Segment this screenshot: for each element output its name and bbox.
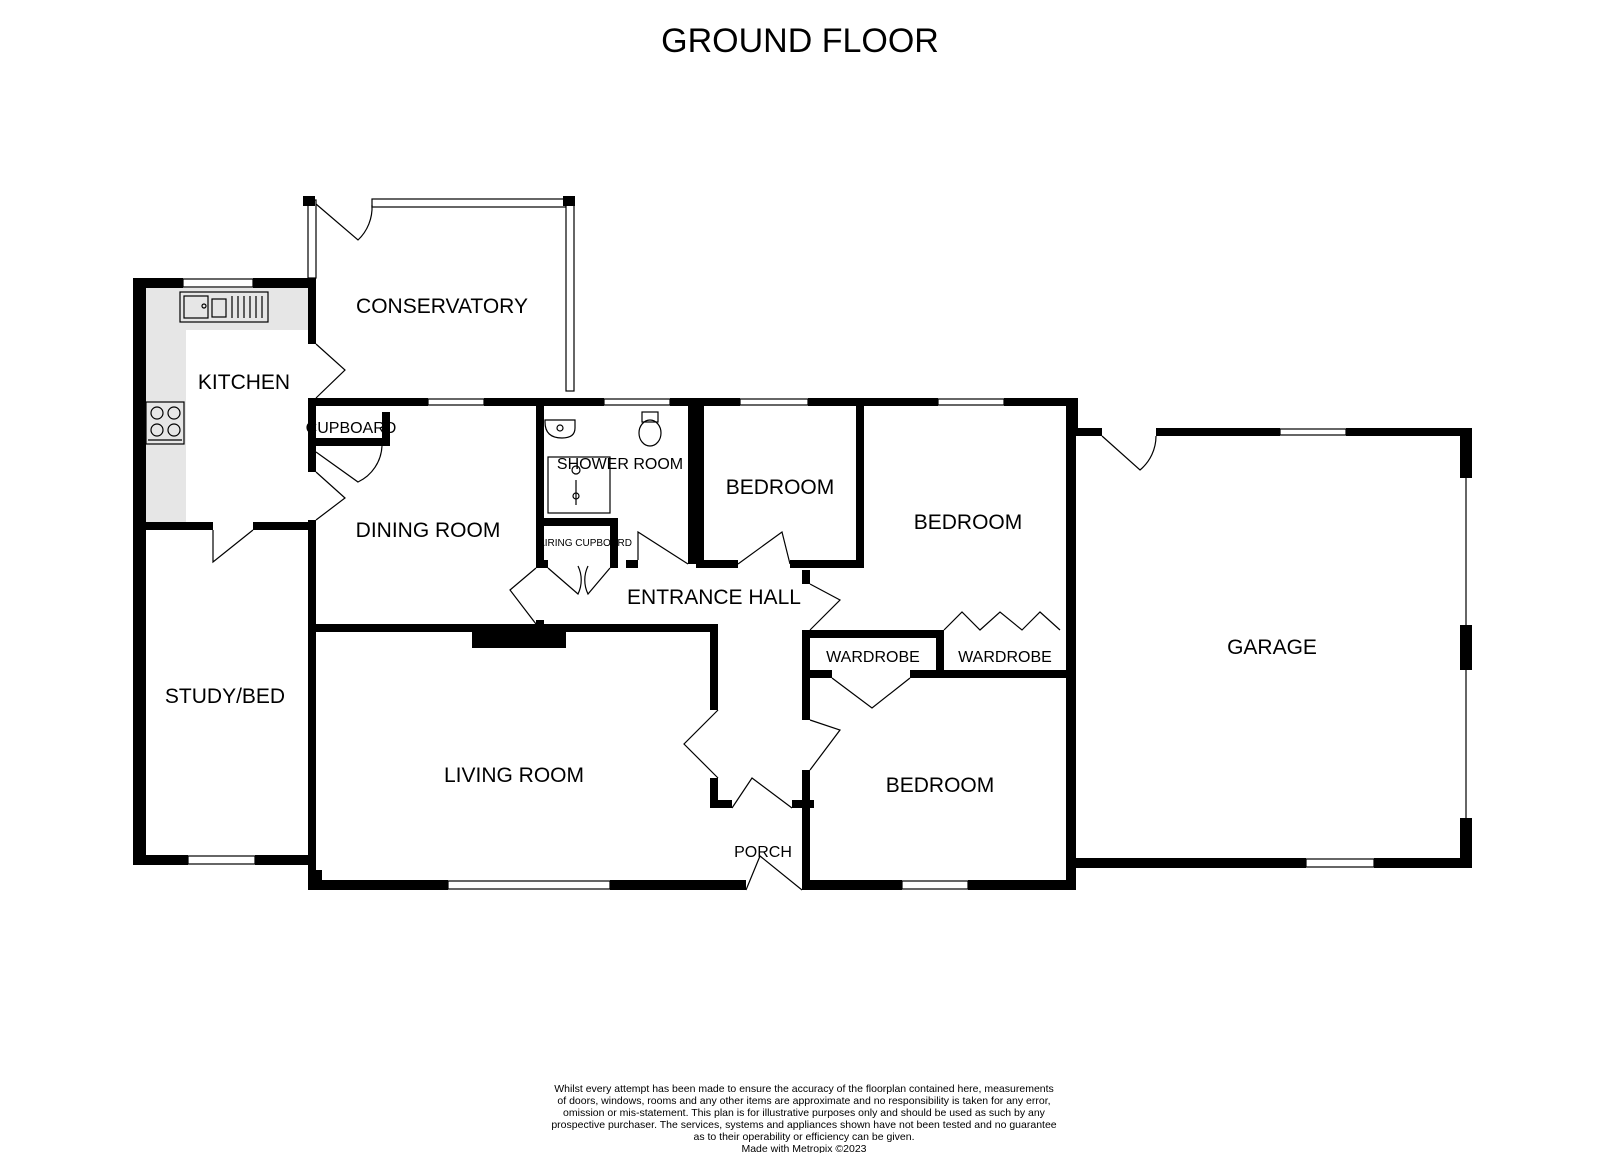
basin-icon (544, 419, 576, 439)
disclaimer-line: of doors, windows, rooms and any other i… (557, 1095, 1050, 1107)
windows (182, 278, 1467, 890)
label-kitchen: KITCHEN (198, 371, 290, 394)
conservatory-walls (303, 196, 575, 392)
label-study-bed: STUDY/BED (165, 685, 285, 708)
disclaimer-line: omission or mis-statement. This plan is … (563, 1107, 1046, 1119)
label-porch: PORCH (734, 844, 792, 861)
sink-icon (179, 291, 269, 323)
label-wardrobe-right: WARDROBE (958, 649, 1052, 666)
walls (133, 278, 1472, 890)
floor-title: GROUND FLOOR (661, 22, 939, 60)
door-swings (212, 203, 1157, 891)
kitchen-counters (146, 288, 308, 522)
label-cupboard: CUPBOARD (306, 420, 397, 437)
label-living-room: LIVING ROOM (444, 764, 584, 787)
disclaimer-line: Whilst every attempt has been made to en… (554, 1083, 1054, 1095)
label-wardrobe-left: WARDROBE (826, 649, 920, 666)
label-bedroom-main: BEDROOM (914, 511, 1023, 534)
disclaimer: Whilst every attempt has been made to en… (551, 1083, 1056, 1153)
disclaimer-line: prospective purchaser. The services, sys… (551, 1119, 1056, 1131)
credit-line: Made with Metropix ©2023 (741, 1143, 866, 1153)
disclaimer-line: as to their operability or efficiency ca… (693, 1131, 914, 1143)
label-dining-room: DINING ROOM (356, 519, 501, 542)
toilet-icon (638, 411, 662, 447)
label-garage: GARAGE (1227, 636, 1317, 659)
room-labels: CONSERVATORY KITCHEN CUPBOARD DINING ROO… (165, 295, 1317, 861)
label-airing-cupboard: AIRING CUPBOARD (538, 538, 632, 549)
hob-icon (145, 401, 185, 445)
label-entrance-hall: ENTRANCE HALL (627, 586, 801, 609)
label-bedroom-lower: BEDROOM (886, 774, 995, 797)
label-bedroom-small: BEDROOM (726, 476, 835, 499)
shower-tray-icon (547, 456, 611, 514)
label-conservatory: CONSERVATORY (356, 295, 528, 318)
label-shower-room: SHOWER ROOM (557, 456, 683, 473)
